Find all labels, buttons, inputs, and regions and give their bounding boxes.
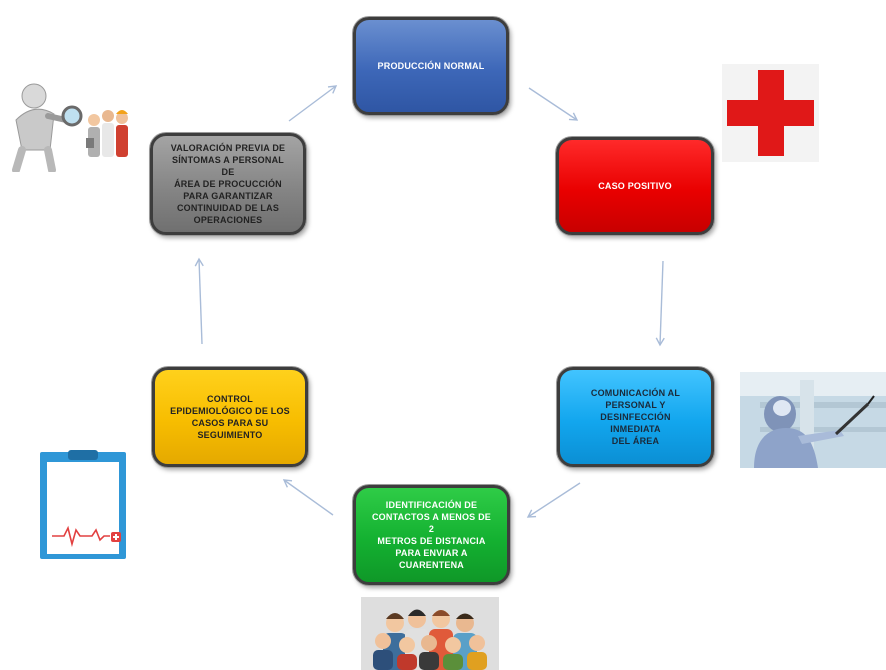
node-comunicacion-line: DESINFECCIÓN INMEDIATA (600, 412, 671, 434)
node-control-line: SEGUIMIENTO (197, 430, 263, 440)
node-produccion-normal: PRODUCCIÓN NORMAL (353, 17, 509, 115)
arrow-control-to-valoracion (194, 257, 204, 345)
node-control-epidemiologico: CONTROL EPIDEMIOLÓGICO DE LOS CASOS PARA… (152, 367, 308, 467)
node-comunicacion: COMUNICACIÓN AL PERSONAL Y DESINFECCIÓN … (557, 367, 714, 467)
node-control-line: CASOS PARA SU (191, 418, 269, 428)
node-identificacion-line: CUARENTENA (399, 560, 464, 570)
node-valoracion-previa: VALORACIÓN PREVIA DE SÍNTOMAS A PERSONAL… (150, 133, 306, 235)
node-identificacion-line: IDENTIFICACIÓN DE (385, 500, 478, 510)
node-identificacion-line: CONTACTOS A MENOS DE 2 (371, 512, 491, 534)
red-cross-icon (722, 64, 819, 162)
node-identificacion-contactos: IDENTIFICACIÓN DE CONTACTOS A MENOS DE 2… (353, 485, 510, 585)
arrow-comunicacion-to-identificacion (526, 482, 581, 518)
node-valoracion-line: OPERACIONES (193, 215, 263, 225)
node-produccion-line: PRODUCCIÓN NORMAL (377, 61, 485, 71)
node-valoracion-line: CONTINUIDAD DE LAS (176, 203, 280, 213)
node-comunicacion-line: PERSONAL Y (605, 400, 666, 410)
arrow-valoracion-to-produccion (288, 85, 338, 122)
node-valoracion-line: ÁREA DE PROCUCCIÓN (174, 179, 282, 189)
fumigation-photo (740, 372, 886, 468)
people-group-icon (361, 597, 499, 670)
node-valoracion-line: SÍNTOMAS A PERSONAL DE (172, 155, 284, 177)
node-identificacion-line: PARA ENVIAR A (395, 548, 468, 558)
node-caso-positivo-line: CASO POSITIVO (598, 181, 672, 191)
node-comunicacion-line: DEL ÁREA (611, 436, 660, 446)
inspector-magnifier-icon (8, 80, 136, 174)
arrow-caso-to-comunicacion (655, 260, 665, 347)
node-control-line: CONTROL (207, 394, 253, 404)
arrow-produccion-to-caso (528, 87, 579, 121)
arrow-identificacion-to-control (282, 479, 334, 516)
node-control-line: EPIDEMIOLÓGICO DE LOS (170, 406, 290, 416)
node-comunicacion-line: COMUNICACIÓN AL (590, 388, 681, 398)
node-caso-positivo: CASO POSITIVO (556, 137, 714, 235)
node-valoracion-line: VALORACIÓN PREVIA DE (170, 143, 286, 153)
clipboard-heartbeat-icon (38, 450, 128, 561)
node-valoracion-line: PARA GARANTIZAR (183, 191, 273, 201)
node-identificacion-line: METROS DE DISTANCIA (377, 536, 486, 546)
